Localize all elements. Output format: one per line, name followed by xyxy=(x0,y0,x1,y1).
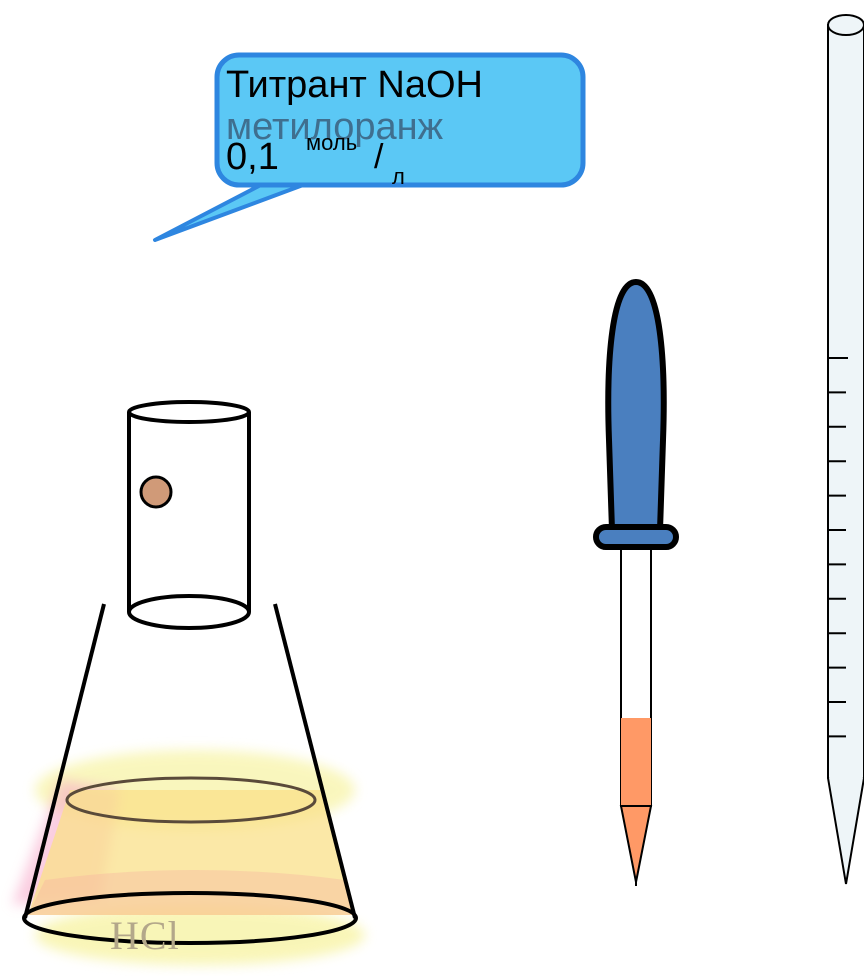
unit-denominator: л xyxy=(392,164,405,189)
erlenmeyer-flask xyxy=(12,400,365,965)
dropper-tip xyxy=(619,805,653,883)
unit-numerator: моль xyxy=(306,130,358,155)
flask-neck-bottom xyxy=(127,594,251,630)
dropper-bulb xyxy=(605,279,667,533)
flask-label: HCl xyxy=(110,913,180,958)
flask-right-wall xyxy=(273,603,357,919)
flask-neck-body xyxy=(129,412,249,612)
burette-tip xyxy=(827,777,864,885)
concentration-value: 0,1 xyxy=(226,136,279,178)
indicator-drop xyxy=(139,475,173,509)
flask-neck-top xyxy=(127,400,251,424)
flask-left-wall xyxy=(23,603,106,919)
burette-tube xyxy=(827,24,864,788)
callout-bubble xyxy=(214,52,586,188)
burette-top xyxy=(827,14,864,36)
liquid-surface xyxy=(65,776,317,824)
flask-solution xyxy=(28,790,355,915)
dropper-pipette xyxy=(593,279,679,886)
dropper-collar xyxy=(593,524,679,550)
burette-scale xyxy=(828,357,848,738)
flask-base xyxy=(22,891,358,945)
titrant-label: Титрант NaOH xyxy=(226,64,483,106)
speech-callout xyxy=(153,52,586,242)
dropper-liquid xyxy=(621,718,651,806)
flask-glow-bottom xyxy=(35,905,365,965)
unit-slash: / xyxy=(374,138,384,176)
burette xyxy=(827,14,864,885)
indicator-label: метилоранж xyxy=(226,106,444,148)
callout-text: Титрант NaOH метилоранж 0,1 моль / л xyxy=(226,64,576,189)
